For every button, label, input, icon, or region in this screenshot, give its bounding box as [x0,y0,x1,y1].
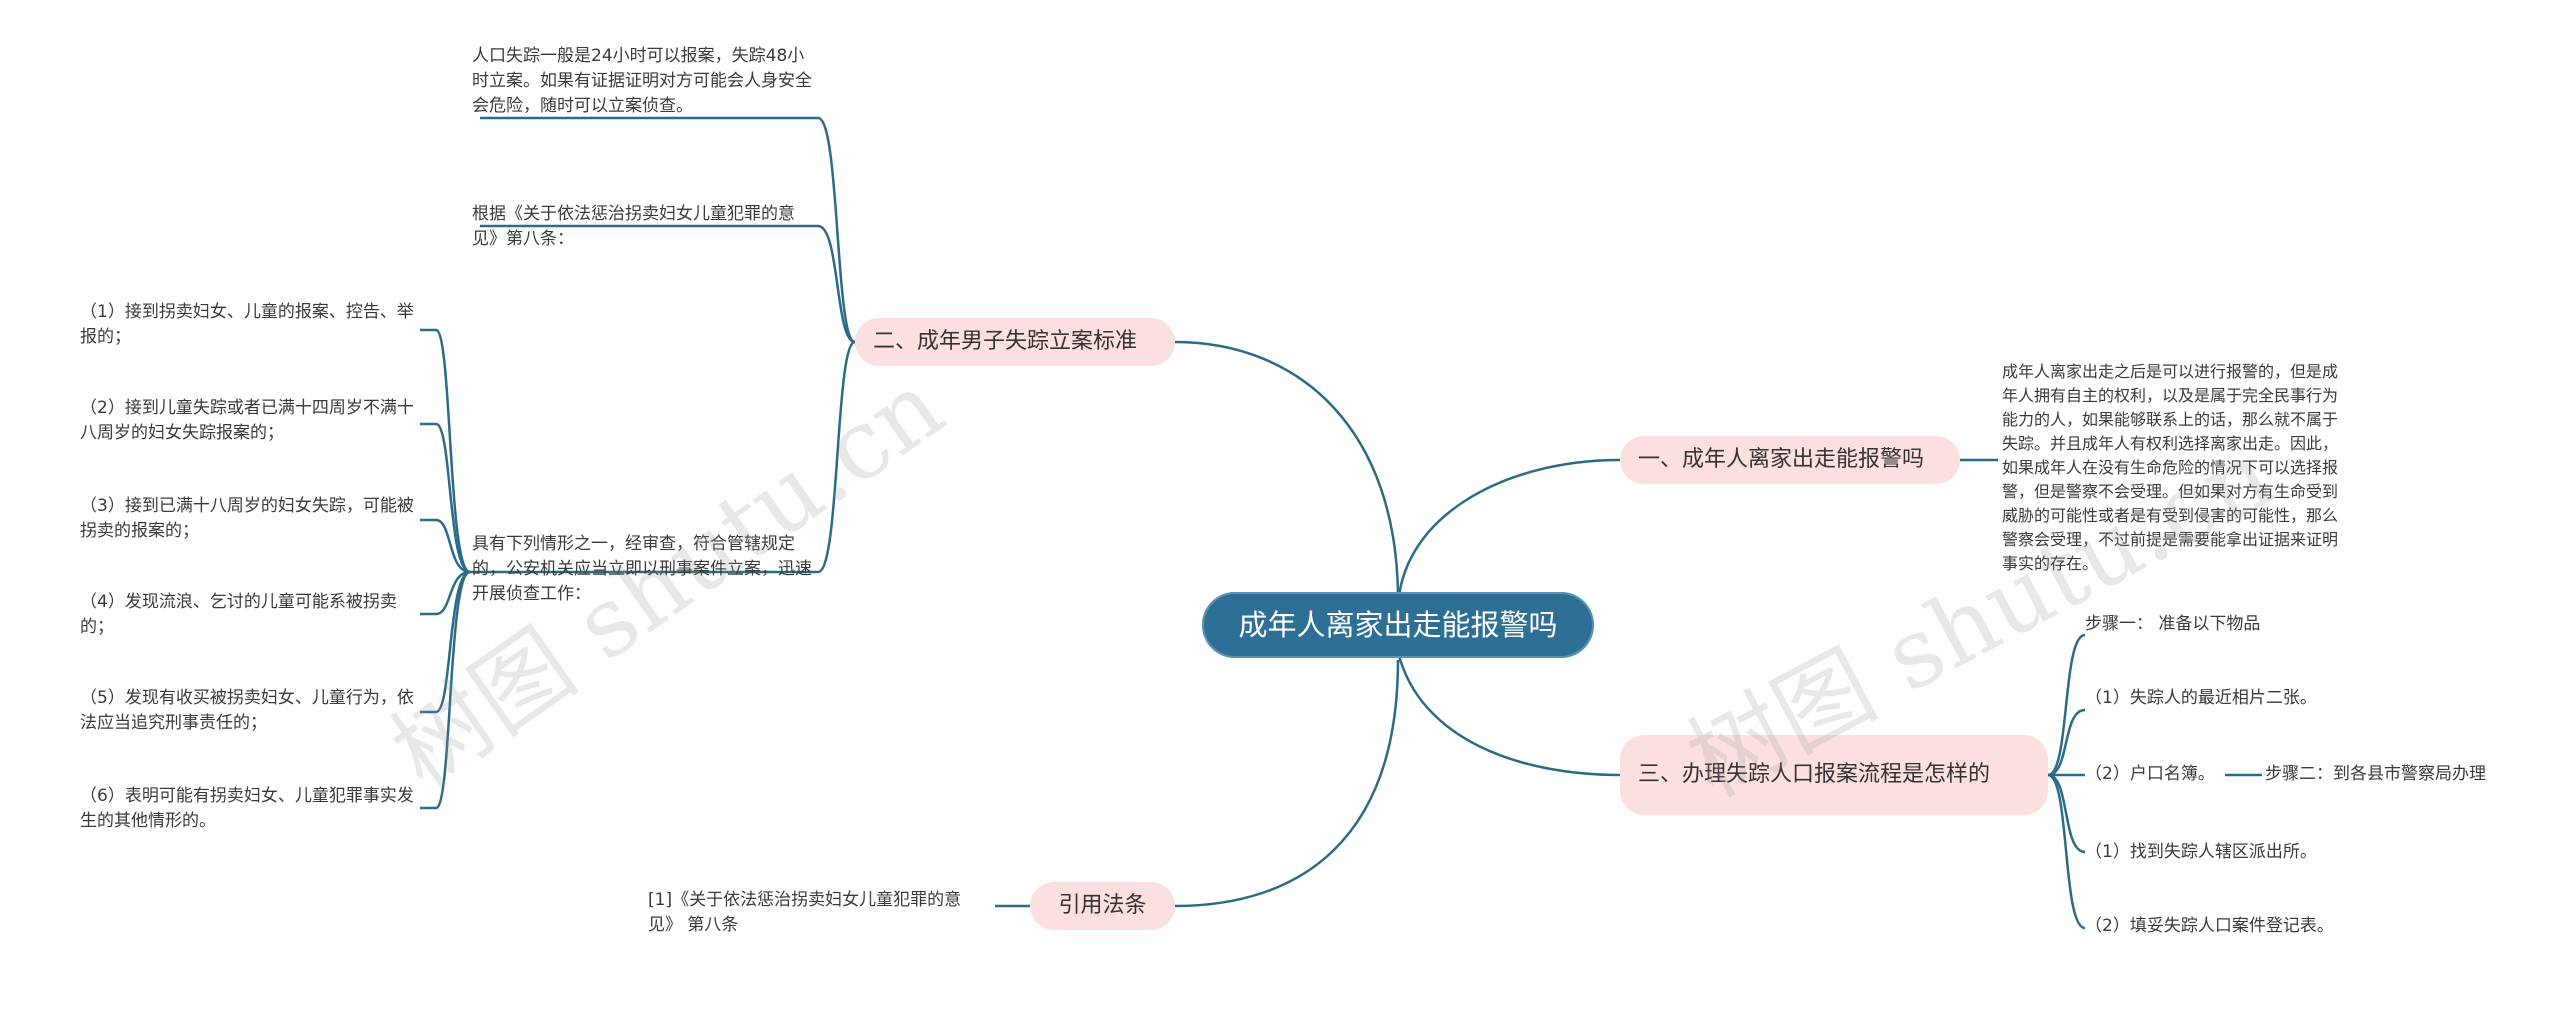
link-root-b2 [1174,340,1400,601]
link-l3-c5 [435,570,471,714]
link-l3-c6 [434,570,471,810]
b3-step-3: （2）户口名簿。 [2085,764,2215,784]
b2-child-1: （1）接到拐卖妇女、儿童的报案、控告、举报的； [80,302,414,347]
link-b3-s5 [2047,773,2086,930]
branch-label-3: 三、办理失踪人口报案流程是怎样的 [1638,762,1991,787]
b2-child-3: （3）接到已满十八周岁的妇女失踪，可能被拐卖的报案的； [80,496,414,541]
b3-step-3b: 步骤二：到各县市警察局办理 [2265,764,2486,784]
branch-node-3[interactable]: 三、办理失踪人口报案流程是怎样的 [1620,735,2048,815]
link-root-b4 [1174,659,1400,908]
branch-node-1[interactable]: 一、成年人离家出走能报警吗 [1620,436,1960,484]
link-root-b1 [1396,458,1621,613]
b2-child-6: （6）表明可能有拐卖妇女、儿童犯罪事实发生的其他情形的。 [80,786,414,831]
branch-label-1: 一、成年人离家出走能报警吗 [1638,447,1925,472]
branch-label-4: 引用法条 [1058,893,1147,918]
b2-child-5: （5）发现有收买被拐卖妇女、儿童行为，依法应当追究刑事责任的； [80,688,414,733]
link-root-b3 [1396,651,1621,777]
b2-leaf-3: 具有下列情形之一，经审查，符合管辖规定的，公安机关应当立即以刑事案件立案，迅速开… [472,534,812,604]
link-l3-c2 [435,422,471,574]
link-b3-s1 [2047,633,2086,777]
link-b3-s2 [2047,708,2086,777]
link-b3-s4 [2047,773,2086,854]
link-l3-c4 [435,570,471,616]
link-l3-c1 [434,328,471,574]
root-label: 成年人离家出走能报警吗 [1238,607,1558,642]
b3-step-2: （1）失踪人的最近相片二张。 [2085,688,2317,708]
b3-step-1: 步骤一： 准备以下物品 [2085,614,2261,634]
b2-child-2: （2）接到儿童失踪或者已满十四周岁不满十八周岁的妇女失踪报案的； [80,398,414,443]
link-l3-c3 [435,518,471,574]
link-b2-l2 [817,224,856,344]
b2-child-4: （4）发现流浪、乞讨的儿童可能系被拐卖的； [80,592,397,637]
branch-label-2: 二、成年男子失踪立案标准 [873,329,1138,354]
b2-leaf-1: 人口失踪一般是24小时可以报案，失踪48小时立案。如果有证据证明对方可能会人身安… [472,46,812,116]
branch-node-2[interactable]: 二、成年男子失踪立案标准 [855,318,1175,366]
b1-detail-text: 成年人离家出走之后是可以进行报警的，但是成年人拥有自主的权利，以及是属于完全民事… [2002,362,2339,573]
root-node[interactable]: 成年人离家出走能报警吗 [1202,592,1594,658]
b3-step-4: （1）找到失踪人辖区派出所。 [2085,842,2317,862]
link-b2-l3 [817,340,856,574]
b4-leaf-1: [1]《关于依法惩治拐卖妇女儿童犯罪的意见》 第八条 [648,890,962,935]
b2-leaf-2: 根据《关于依法惩治拐卖妇女儿童犯罪的意见》第八条： [472,204,795,249]
branch-node-4[interactable]: 引用法条 [1030,882,1175,930]
link-b2-l1 [817,116,856,344]
b3-step-5: （2）填妥失踪人口案件登记表。 [2085,916,2334,936]
